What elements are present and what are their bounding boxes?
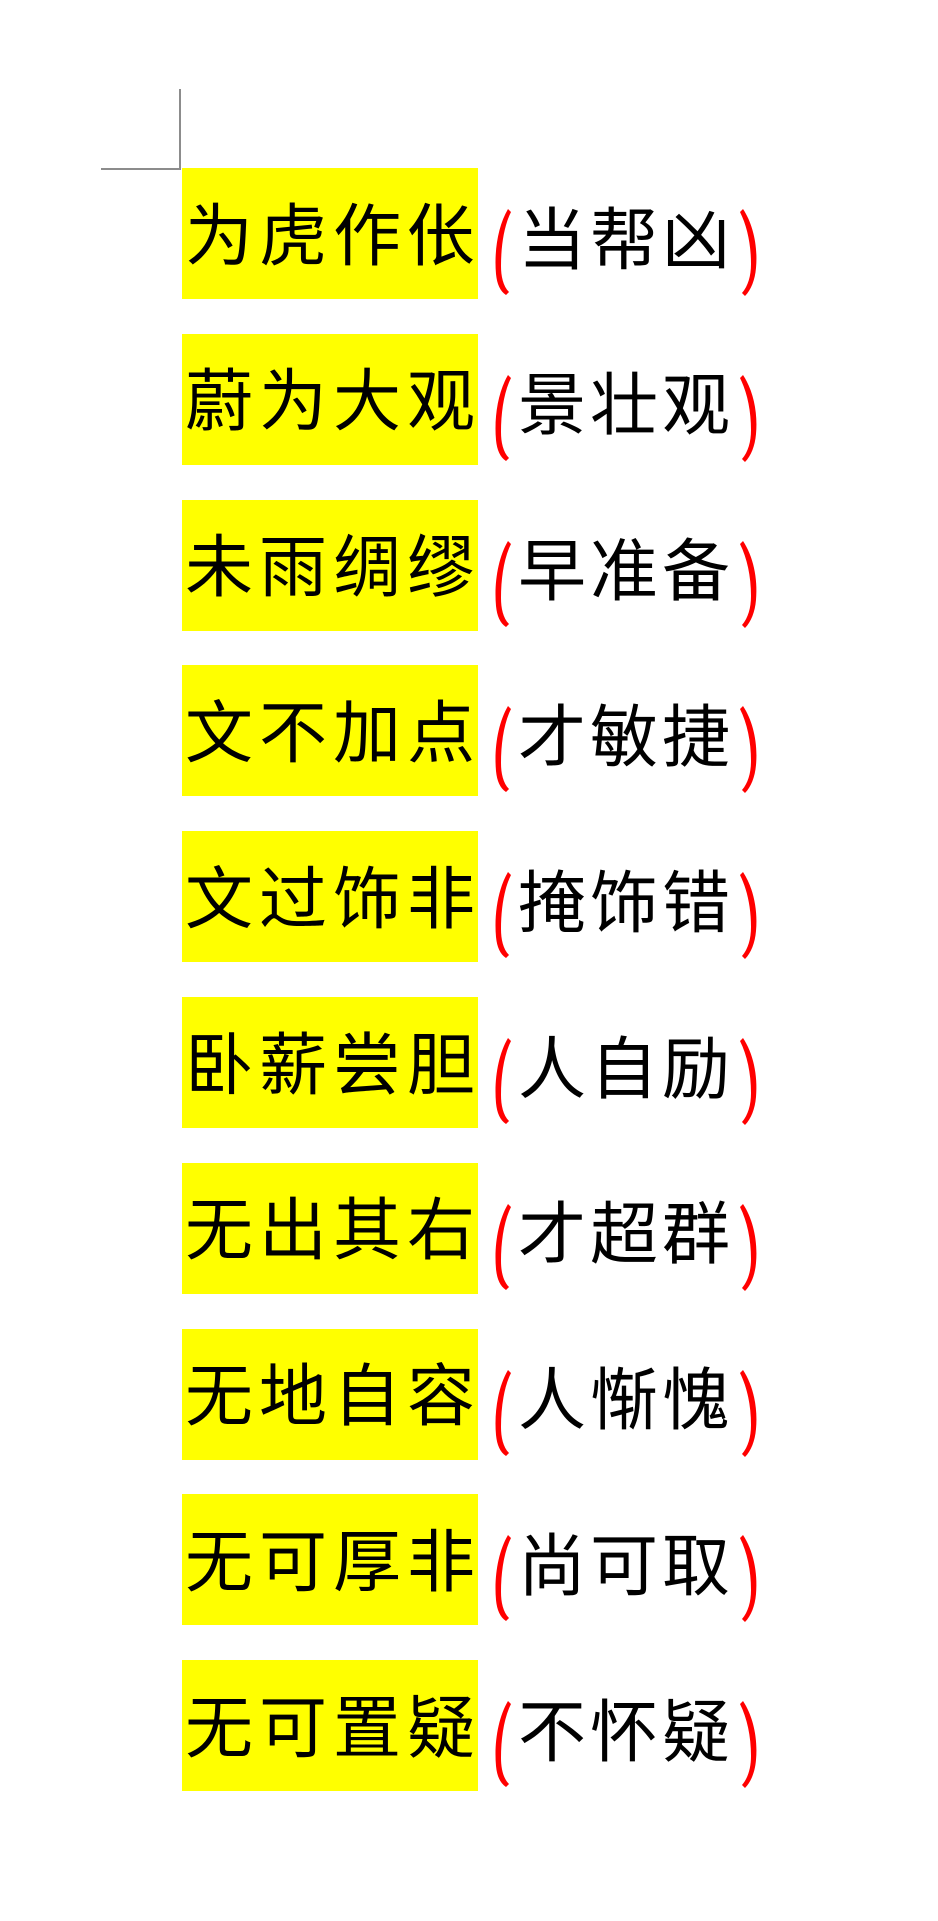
idiom-row: 卧薪尝胆 人自励 <box>182 997 782 1128</box>
idiom-row: 无地自容 人惭愧 <box>182 1328 782 1460</box>
idiom-highlight: 无地自容 <box>182 1328 482 1460</box>
left-paren-icon <box>495 374 511 461</box>
meaning-text: 景壮观 <box>518 367 735 447</box>
left-paren-icon <box>495 872 511 959</box>
idiom-text: 无地自容 <box>185 1358 482 1438</box>
idiom-row: 文过饰非 掩饰错 <box>182 831 782 963</box>
idiom-highlight: 蔚为大观 <box>182 333 482 465</box>
idiom-row: 为虎作伥 当帮凶 <box>182 168 782 299</box>
idiom-text: 无可厚非 <box>185 1523 482 1603</box>
right-paren-icon <box>740 1203 757 1291</box>
right-paren-icon <box>740 1038 757 1125</box>
left-paren-icon <box>495 209 511 295</box>
idiom-text: 文不加点 <box>185 694 482 774</box>
meaning-text: 人自励 <box>518 1030 735 1110</box>
left-paren-icon <box>495 1701 511 1788</box>
left-paren-icon <box>495 1369 511 1456</box>
idiom-row: 无出其右 才超群 <box>182 1162 782 1294</box>
idiom-text: 蔚为大观 <box>185 363 482 443</box>
meaning-text: 早准备 <box>518 533 735 613</box>
right-paren-icon <box>740 374 757 462</box>
idiom-text: 卧薪尝胆 <box>185 1026 482 1106</box>
idiom-highlight: 未雨绸缪 <box>182 499 482 631</box>
idiom-row: 蔚为大观 景壮观 <box>182 333 782 465</box>
idiom-row: 文不加点 才敏捷 <box>182 665 782 797</box>
idiom-highlight: 无可厚非 <box>182 1494 482 1626</box>
left-paren-icon <box>495 1535 511 1622</box>
idiom-highlight: 卧薪尝胆 <box>182 997 478 1128</box>
right-paren-icon <box>740 1701 757 1789</box>
idiom-highlight: 无出其右 <box>182 1162 482 1294</box>
meaning-text: 才敏捷 <box>518 698 735 778</box>
right-paren-icon <box>740 706 757 794</box>
idiom-highlight: 为虎作伥 <box>182 168 478 299</box>
left-paren-icon <box>495 706 511 793</box>
meaning-text: 掩饰错 <box>518 864 735 944</box>
idiom-highlight: 文不加点 <box>182 665 482 797</box>
meaning-text: 尚可取 <box>518 1527 735 1607</box>
right-paren-icon <box>740 1535 757 1623</box>
meaning-text: 不怀疑 <box>518 1693 735 1773</box>
right-paren-icon <box>740 209 757 296</box>
idiom-text: 文过饰非 <box>185 860 482 940</box>
right-paren-icon <box>740 1369 757 1457</box>
idiom-text: 无出其右 <box>185 1192 482 1272</box>
meaning-text: 人惭愧 <box>518 1362 735 1442</box>
idiom-text: 无可置疑 <box>185 1689 482 1769</box>
left-paren-icon <box>495 1203 511 1290</box>
idiom-highlight: 文过饰非 <box>182 831 482 963</box>
idiom-highlight: 无可置疑 <box>182 1660 482 1792</box>
idiom-row: 无可厚非 尚可取 <box>182 1494 782 1626</box>
idiom-row: 无可置疑 不怀疑 <box>182 1660 782 1792</box>
meaning-text: 才超群 <box>518 1196 735 1276</box>
left-paren-icon <box>495 1038 511 1124</box>
idiom-text: 未雨绸缪 <box>185 529 482 609</box>
page-margin-corner-mark-horizontal <box>101 168 181 170</box>
right-paren-icon <box>740 540 757 628</box>
meaning-text: 当帮凶 <box>518 201 735 281</box>
right-paren-icon <box>740 872 757 960</box>
page-margin-corner-mark-vertical <box>179 89 181 169</box>
idiom-text: 为虎作伥 <box>185 197 482 277</box>
idiom-row: 未雨绸缪 早准备 <box>182 499 782 631</box>
left-paren-icon <box>495 540 511 627</box>
